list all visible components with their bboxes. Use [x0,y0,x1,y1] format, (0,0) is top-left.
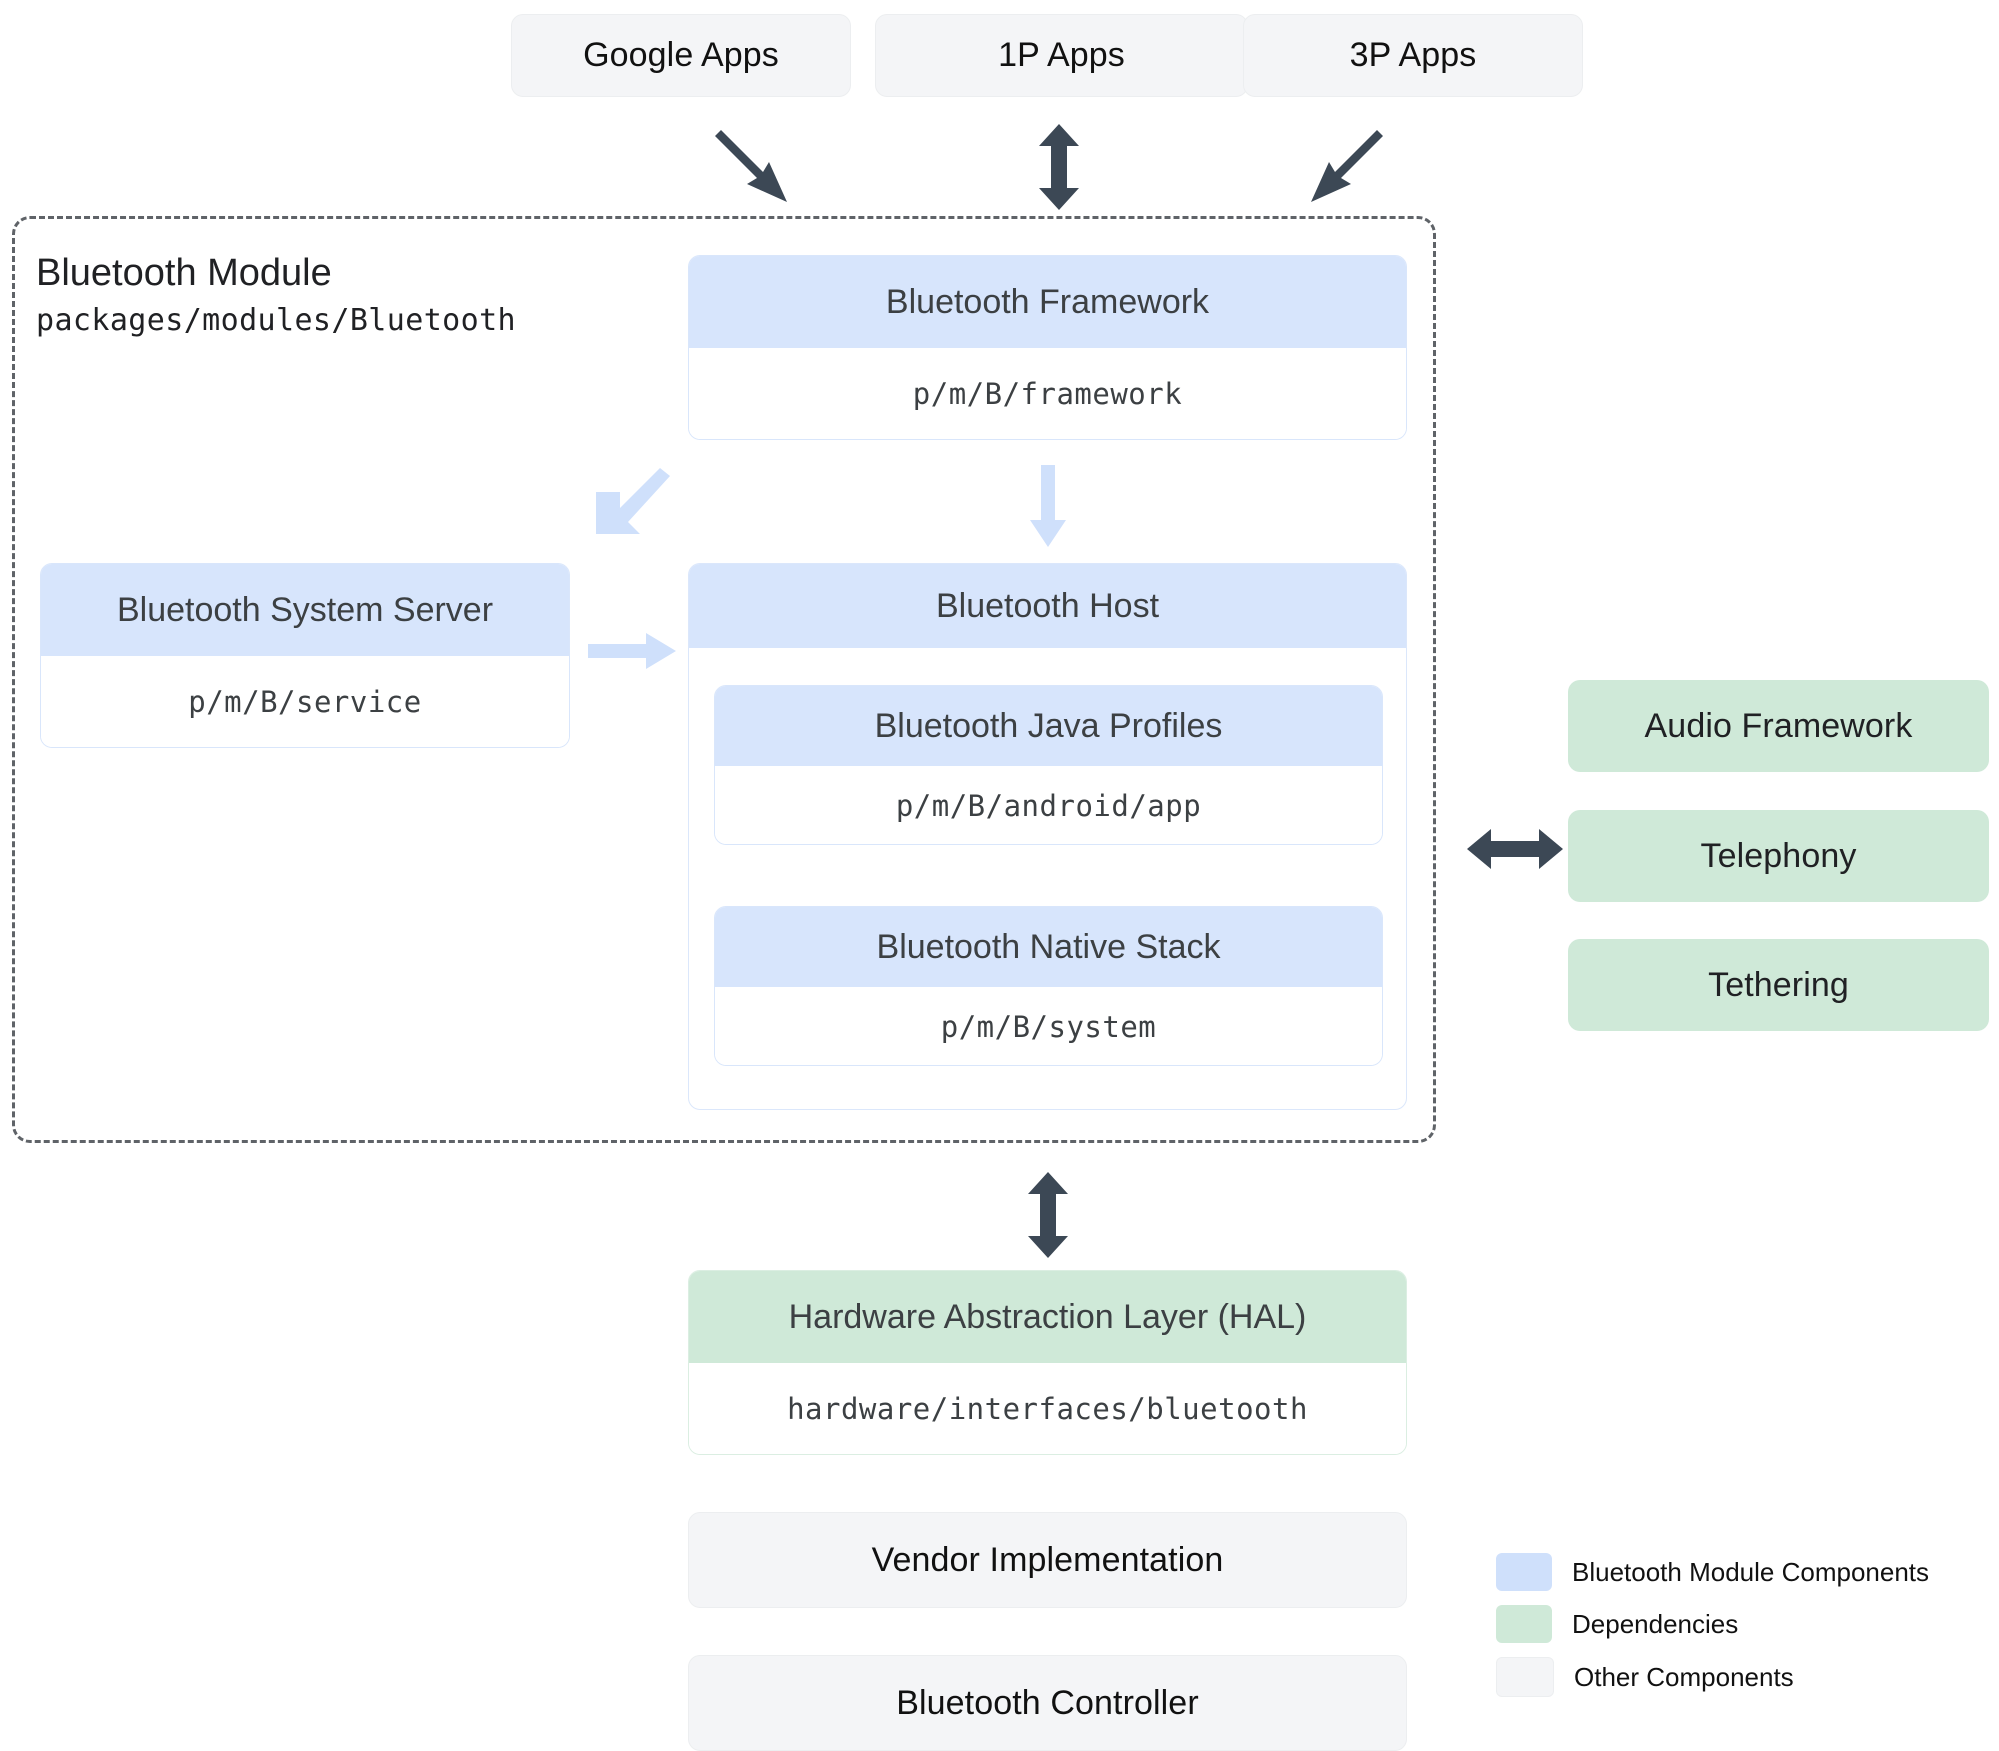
dependency-box-tethering[interactable]: Tethering [1568,939,1989,1031]
dependency-label: Telephony [1700,836,1857,875]
box-label: Bluetooth Controller [896,1683,1199,1722]
card-header: Bluetooth Host [689,564,1406,648]
legend-swatch-module-components [1496,1553,1552,1591]
legend-swatch-other-components [1496,1657,1554,1697]
card-body: p/m/B/framework [689,348,1406,439]
arrow-1p-apps-to-module [1037,124,1081,210]
card-hardware-abstraction-layer[interactable]: Hardware Abstraction Layer (HAL) hardwar… [688,1270,1407,1455]
app-box-label: Google Apps [583,36,779,74]
dependency-box-audio-framework[interactable]: Audio Framework [1568,680,1989,772]
card-body: p/m/B/service [41,656,569,747]
card-title: Bluetooth System Server [116,590,494,629]
dependency-label: Tethering [1708,965,1849,1004]
box-label: Vendor Implementation [871,1540,1224,1579]
card-header: Bluetooth Framework [689,256,1406,348]
legend-row-dependencies: Dependencies [1496,1605,1929,1643]
arrow-host-to-dependencies [1467,824,1563,874]
arrow-module-to-hal [1026,1172,1070,1258]
app-box-label: 1P Apps [998,36,1125,74]
app-box-1p-apps[interactable]: 1P Apps [875,14,1248,97]
legend-label: Bluetooth Module Components [1572,1556,1930,1587]
dependency-box-telephony[interactable]: Telephony [1568,810,1989,902]
legend: Bluetooth Module Components Dependencies… [1496,1553,1929,1697]
card-path: p/m/B/framework [912,377,1183,411]
dependency-label: Audio Framework [1644,706,1913,745]
legend-label: Other Components [1574,1661,1794,1692]
box-vendor-implementation[interactable]: Vendor Implementation [688,1512,1407,1608]
card-title: Hardware Abstraction Layer (HAL) [788,1297,1307,1336]
card-path: hardware/interfaces/bluetooth [787,1392,1308,1426]
card-title: Bluetooth Java Profiles [874,706,1223,745]
box-bluetooth-controller[interactable]: Bluetooth Controller [688,1655,1407,1751]
app-box-3p-apps[interactable]: 3P Apps [1243,14,1583,97]
card-bluetooth-system-server[interactable]: Bluetooth System Server p/m/B/service [40,563,570,748]
card-body: p/m/B/android/app [715,766,1382,844]
app-box-google-apps[interactable]: Google Apps [511,14,851,97]
module-path: packages/modules/Bluetooth [36,303,516,338]
card-title: Bluetooth Host [935,586,1160,625]
legend-label: Dependencies [1572,1608,1739,1639]
card-body: hardware/interfaces/bluetooth [689,1363,1406,1454]
card-header: Bluetooth System Server [41,564,569,656]
app-box-label: 3P Apps [1349,36,1477,74]
card-title: Bluetooth Native Stack [876,927,1221,966]
arrow-google-apps-to-module [713,128,793,208]
card-bluetooth-native-stack[interactable]: Bluetooth Native Stack p/m/B/system [714,906,1383,1066]
legend-swatch-dependencies [1496,1605,1552,1643]
card-bluetooth-framework[interactable]: Bluetooth Framework p/m/B/framework [688,255,1407,440]
card-path: p/m/B/system [940,1010,1157,1044]
card-bluetooth-java-profiles[interactable]: Bluetooth Java Profiles p/m/B/android/ap… [714,685,1383,845]
card-bluetooth-host[interactable]: Bluetooth Host Bluetooth Java Profiles p… [688,563,1407,1110]
card-title: Bluetooth Framework [885,282,1210,321]
card-path: p/m/B/android/app [895,789,1202,823]
arrow-3p-apps-to-module [1305,128,1385,208]
module-title: Bluetooth Module [36,252,332,294]
arrow-framework-to-host [1028,465,1068,550]
arrow-system-server-to-host [588,630,678,672]
legend-row-other-components: Other Components [1496,1657,1929,1697]
legend-row-module-components: Bluetooth Module Components [1496,1553,1929,1591]
arrow-framework-to-system-server [588,468,678,558]
card-header: Bluetooth Native Stack [715,907,1382,987]
card-header: Hardware Abstraction Layer (HAL) [689,1271,1406,1363]
card-header: Bluetooth Java Profiles [715,686,1382,766]
bluetooth-module-container [12,216,1436,1143]
card-path: p/m/B/service [188,685,422,719]
card-body: p/m/B/system [715,987,1382,1065]
